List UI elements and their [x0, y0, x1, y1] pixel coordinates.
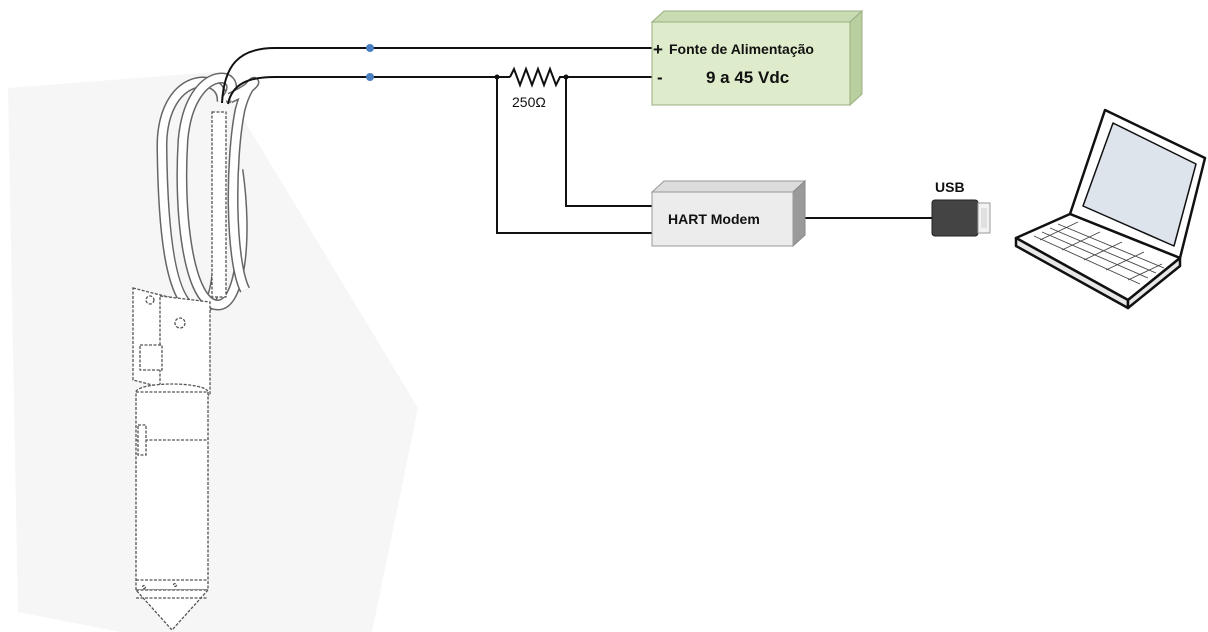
positive-wire [221, 47, 652, 104]
resistor-node-left [494, 74, 500, 80]
modem-wire-upper [565, 77, 652, 207]
negative-wire-left [227, 76, 510, 105]
hart-modem-label: HART Modem [668, 211, 760, 227]
power-supply-title: Fonte de Alimentação [669, 41, 814, 57]
resistor-icon [509, 66, 566, 88]
usb-label: USB [935, 179, 965, 195]
level-transmitter-probe-icon [132, 72, 260, 631]
modem-front [651, 191, 794, 247]
power-supply-side [849, 9, 863, 107]
usb-plug-icon [931, 199, 991, 237]
positive-junction-dot [366, 44, 374, 52]
plus-sign: + [653, 40, 663, 59]
power-supply-front [651, 21, 851, 106]
minus-sign: - [657, 68, 663, 87]
laptop-keyboard [1033, 221, 1165, 285]
modem-wire-lower [496, 77, 652, 234]
negative-junction-dot [366, 73, 374, 81]
hart-modem-box [650, 179, 807, 248]
wires [221, 47, 932, 234]
power-supply-top [650, 10, 864, 23]
resistor-node-right [563, 74, 569, 80]
power-supply-box [650, 9, 864, 107]
resistor-label: 250Ω [512, 94, 546, 110]
probe-background-sheet [8, 72, 418, 632]
modem-top [650, 180, 807, 193]
laptop-icon [1014, 108, 1207, 310]
modem-side [792, 179, 806, 248]
power-supply-voltage: 9 a 45 Vdc [706, 68, 789, 87]
